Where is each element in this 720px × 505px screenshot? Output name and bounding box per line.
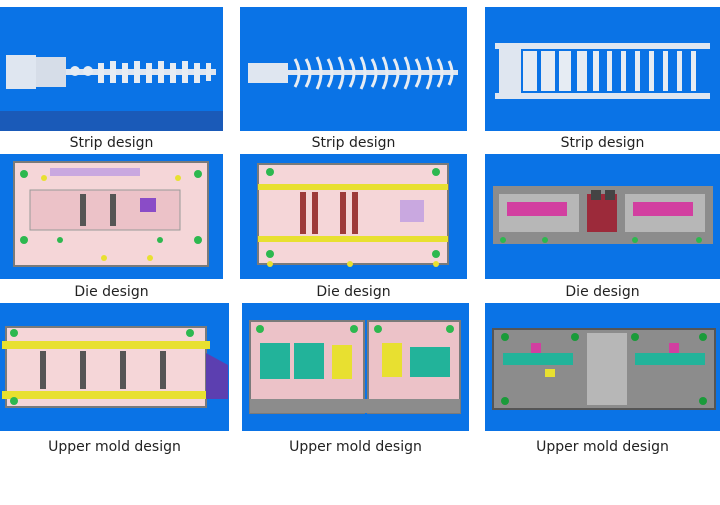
strip-design-caption-1: Strip design bbox=[69, 135, 154, 151]
die-design-caption-3: Die design bbox=[565, 284, 640, 300]
strip-design-image-3 bbox=[485, 7, 720, 131]
upper-mold-design-image-1 bbox=[0, 303, 229, 431]
die-design-image-3 bbox=[485, 154, 720, 279]
strip-design-image-2 bbox=[240, 7, 467, 131]
die-design-caption-2: Die design bbox=[316, 284, 391, 300]
die-design-image-2 bbox=[240, 154, 467, 279]
upper-mold-design-caption-1: Upper mold design bbox=[48, 439, 181, 455]
upper-mold-design-image-2 bbox=[242, 303, 469, 431]
die-design-caption-1: Die design bbox=[74, 284, 149, 300]
upper-mold-design-image-3 bbox=[485, 303, 720, 431]
strip-design-image-1 bbox=[0, 7, 223, 131]
die-design-image-1 bbox=[0, 154, 223, 279]
strip-design-caption-3: Strip design bbox=[560, 135, 645, 151]
upper-mold-design-caption-2: Upper mold design bbox=[289, 439, 422, 455]
upper-mold-design-caption-3: Upper mold design bbox=[536, 439, 669, 455]
strip-design-caption-2: Strip design bbox=[311, 135, 396, 151]
